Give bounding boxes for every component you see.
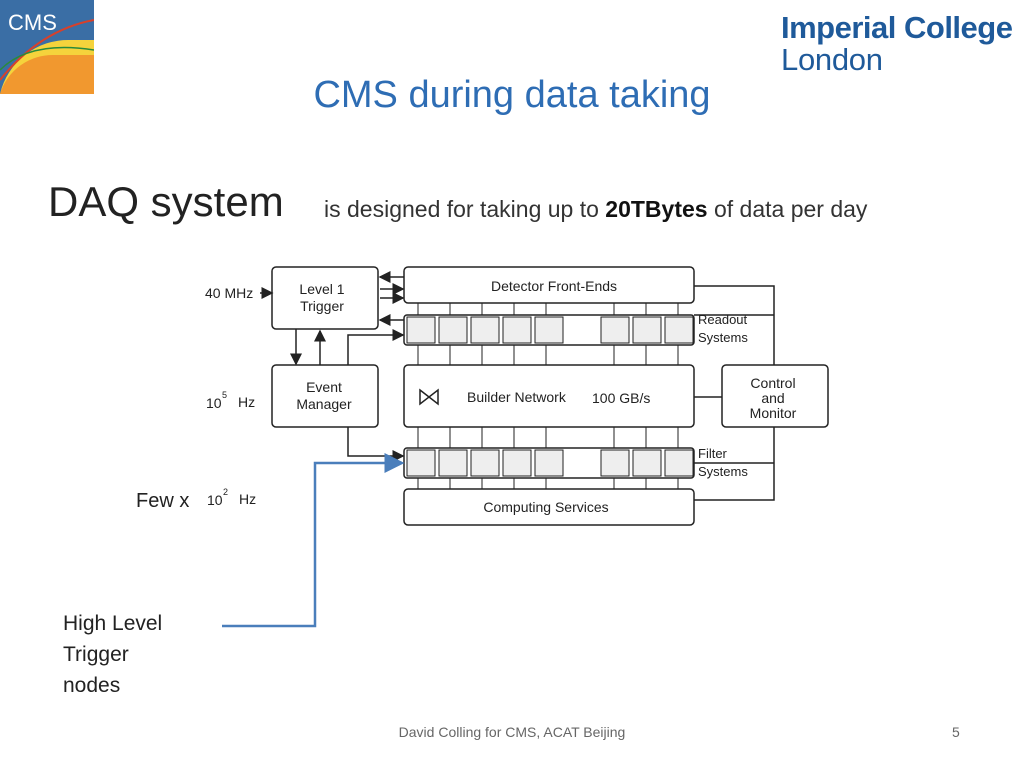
rate-event-base: 10 [206,395,222,411]
event-manager-line1: Event [306,379,342,395]
rate-event-exp: 5 [222,390,227,400]
footer: David Colling for CMS, ACAT Beijing [398,724,626,740]
imperial-logo-line1: Imperial College [781,10,1013,45]
readout-label-2: Systems [698,330,748,345]
rate-filter-prefix: Few x [136,490,190,512]
subheading-prefix: is designed for taking up to [324,196,606,222]
builder-bandwidth-label: 100 GB/s [592,390,650,406]
rate-event-unit: Hz [238,394,255,410]
control-monitor-box: Control and Monitor [721,364,829,428]
hlt-line2: Trigger [63,643,129,666]
builder-network-box: Builder Network 100 GB/s [403,364,695,428]
imperial-college-logo: Imperial College London [781,10,1013,77]
switch-icon [419,388,439,406]
control-line3: Monitor [750,405,797,421]
filter-label-1: Filter [698,446,728,461]
slide-title: CMS during data taking [313,74,711,116]
builder-network-label: Builder Network [467,389,567,405]
cms-logo-text: CMS [8,10,57,35]
detector-front-ends-box: Detector Front-Ends [403,266,695,304]
rate-filter-base: 10 [207,492,223,508]
rate-filter-unit: Hz [239,491,256,507]
rate-level1: 40 MHz [205,285,253,301]
filter-systems-strip [403,447,695,479]
imperial-logo-line2: London [781,42,883,77]
level1-line1: Level 1 [299,281,344,297]
computing-services-label: Computing Services [483,499,608,515]
cms-logo: CMS [0,0,94,94]
computing-services-box: Computing Services [403,488,695,526]
control-line1: Control [750,375,795,391]
hlt-line1: High Level [63,612,163,635]
level1-line2: Trigger [300,298,344,314]
event-manager-box: Event Manager [271,364,379,428]
hlt-label: High Level Trigger nodes [63,608,162,701]
rate-filter-exp: 2 [223,487,228,497]
page-number: 5 [952,724,960,740]
subheading-bold: 20TBytes [605,196,708,222]
hlt-line3: nodes [63,674,121,697]
level1-trigger-box: Level 1 Trigger [271,266,379,330]
daq-subheading: is designed for taking up to 20TBytes of… [324,196,867,223]
hlt-callout-arrow [222,453,405,628]
detector-front-ends-label: Detector Front-Ends [491,278,617,294]
control-line2: and [761,390,784,406]
daq-heading: DAQ system [48,178,284,225]
filter-label-2: Systems [698,464,748,479]
readout-systems-strip [403,314,695,346]
subheading-suffix: of data per day [707,196,868,222]
event-manager-line2: Manager [296,396,352,412]
